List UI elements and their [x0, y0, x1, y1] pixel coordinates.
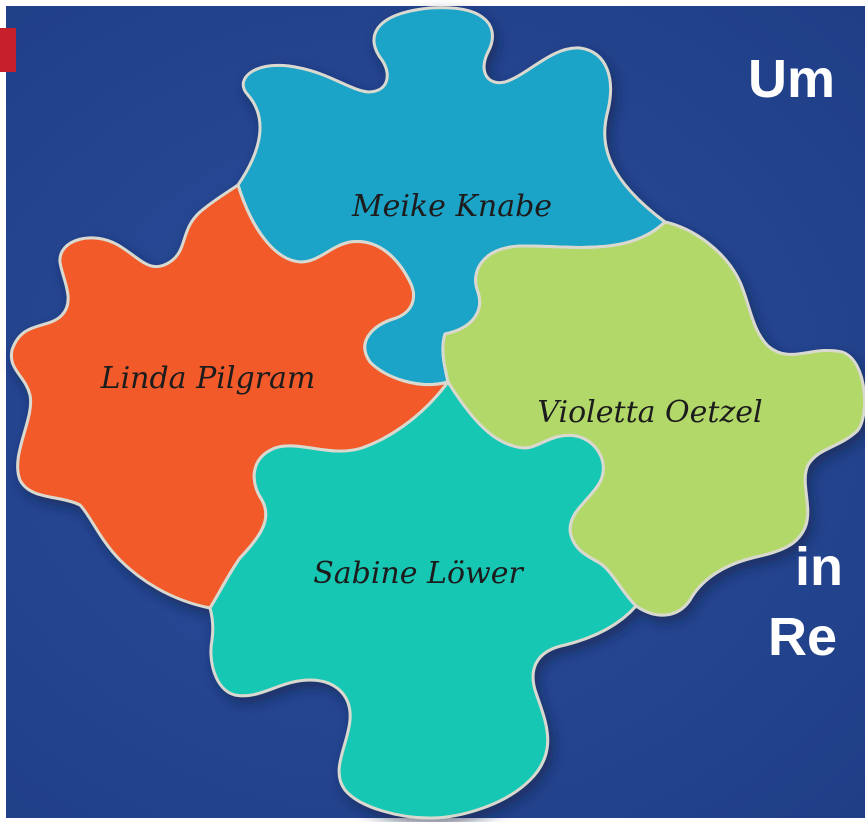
label-meike-knabe: Meike Knabe — [351, 189, 552, 224]
puzzle-piece-sabine-lower — [208, 380, 638, 820]
title-fragment-re: Re — [768, 607, 838, 667]
title-fragment-in: in — [795, 537, 843, 597]
title-fragment-um: Um — [748, 49, 836, 109]
label-linda-pilgram: Linda Pilgram — [100, 361, 316, 396]
red-accent-tab — [0, 28, 16, 72]
label-violetta-oetzel: Violetta Oetzel — [537, 395, 762, 430]
label-sabine-lower: Sabine Löwer — [313, 556, 524, 591]
